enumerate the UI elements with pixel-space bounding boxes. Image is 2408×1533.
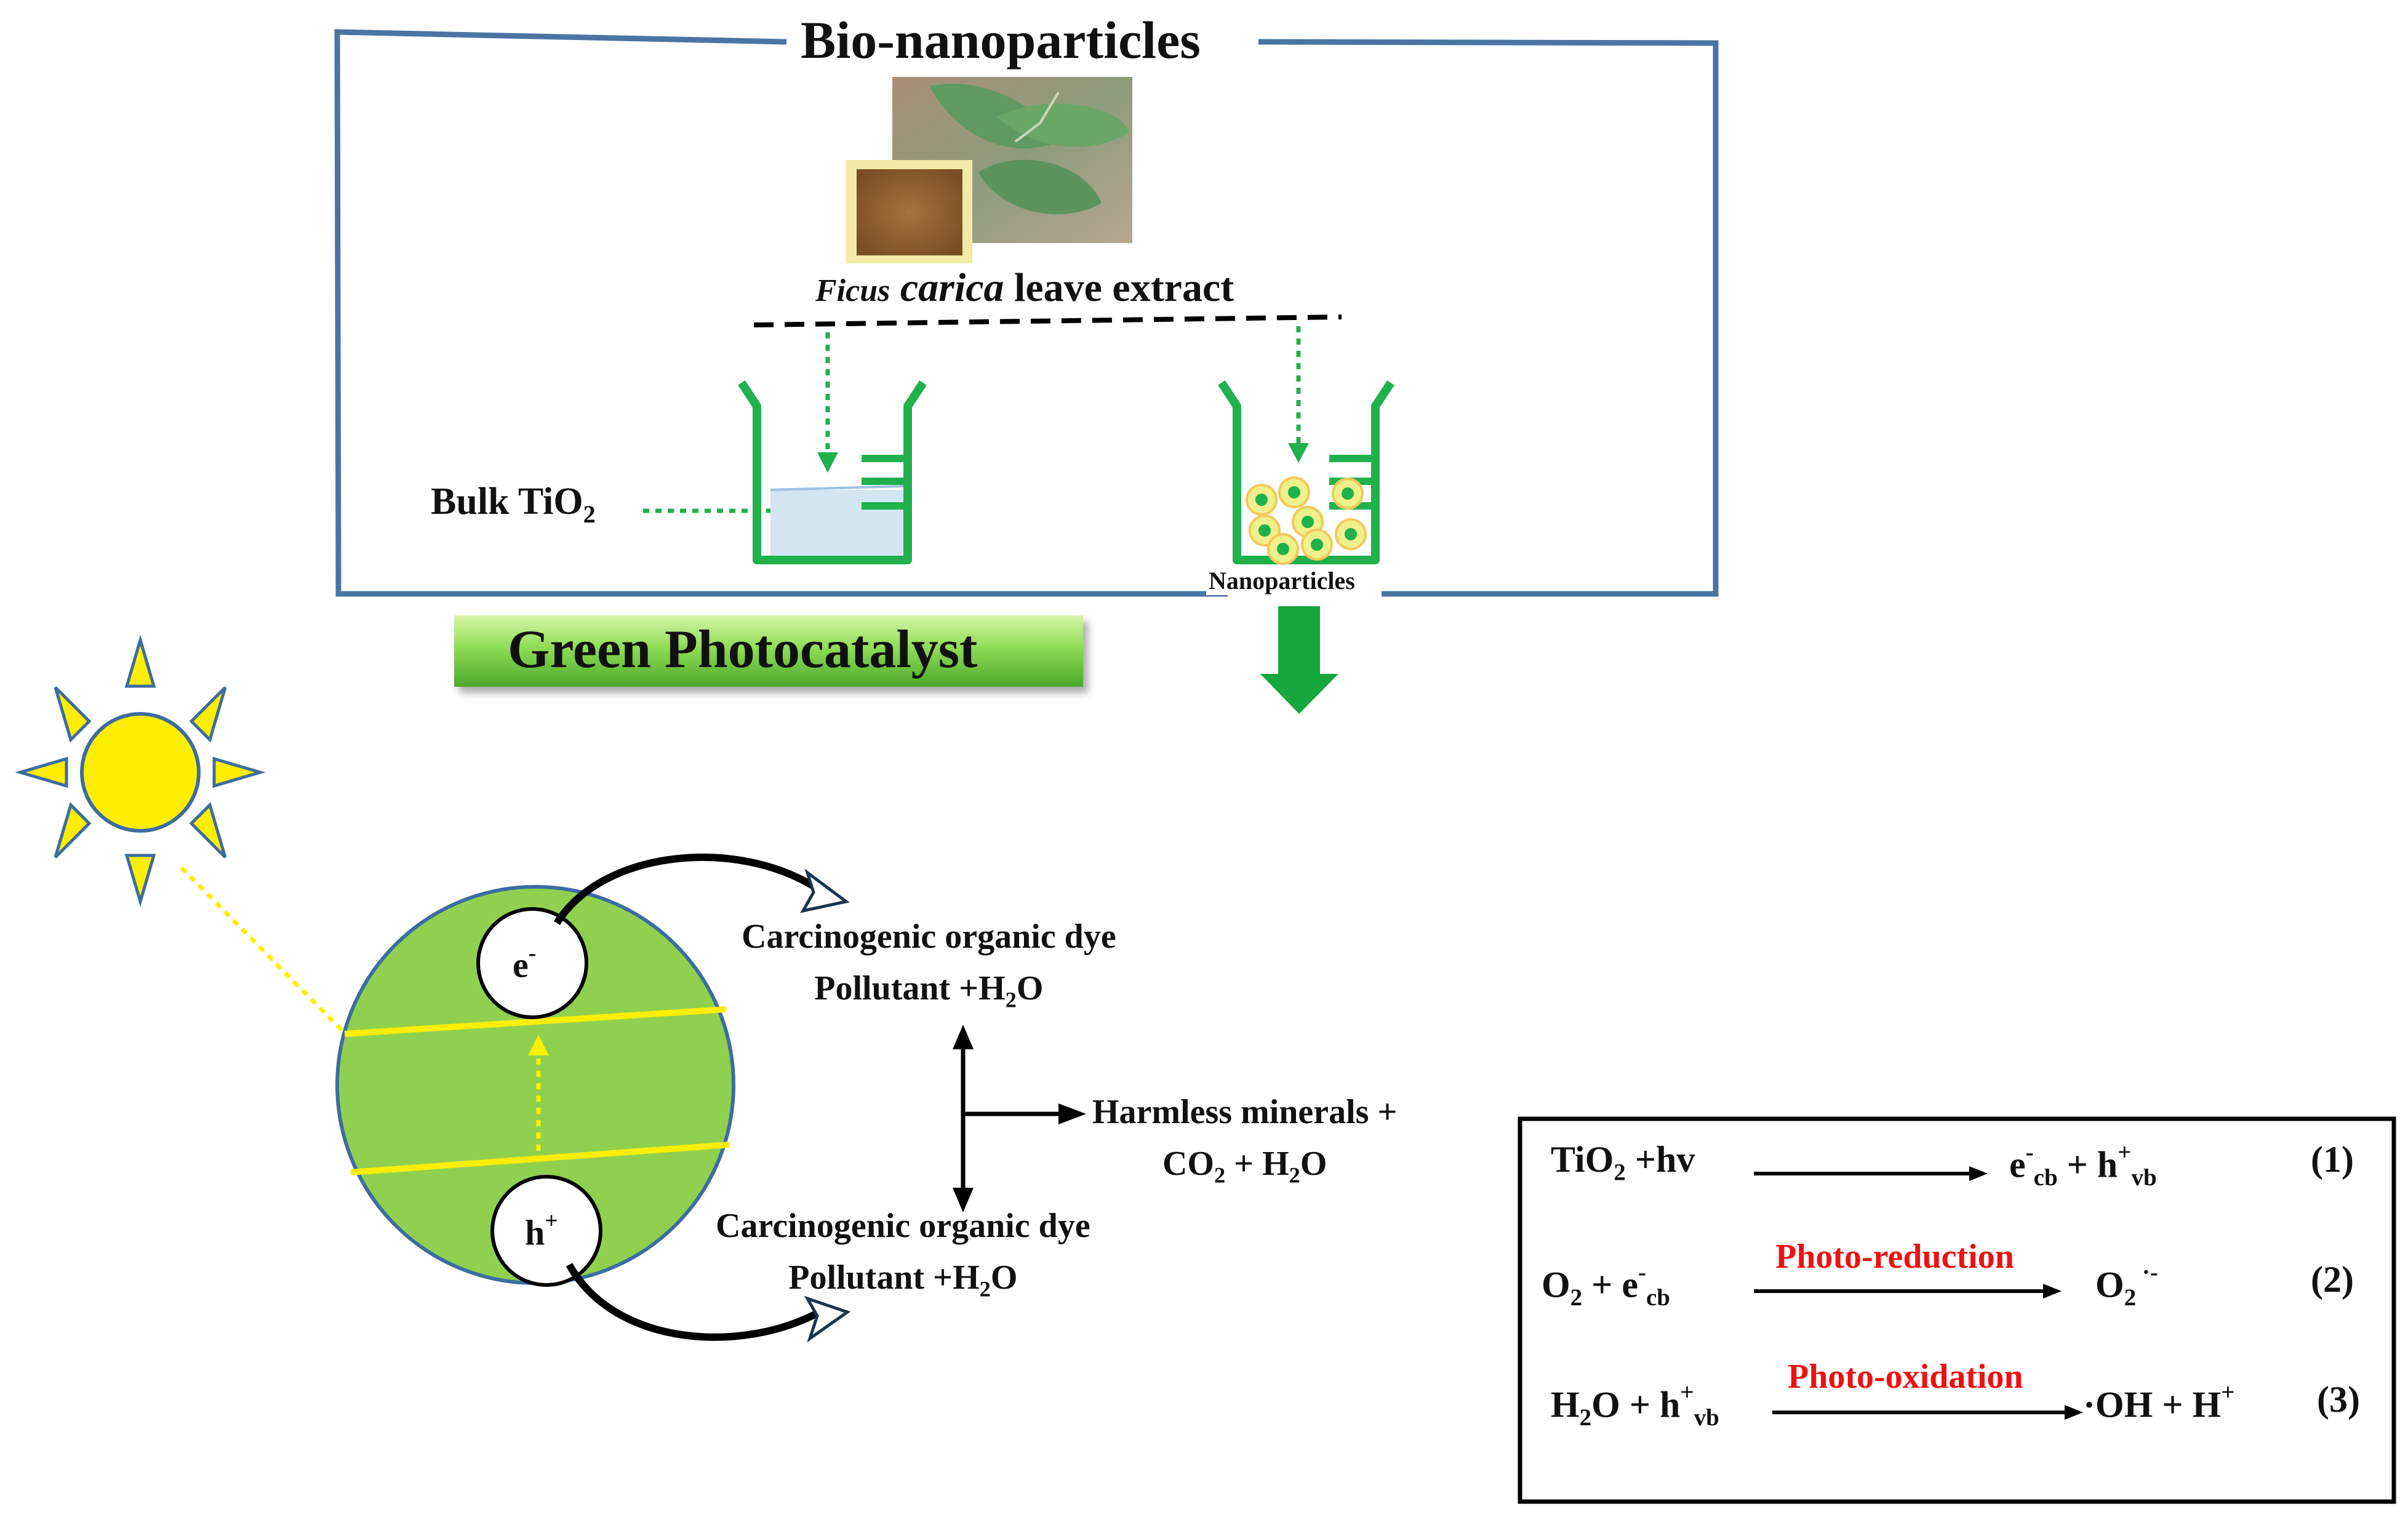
extract-arrows bbox=[643, 326, 1309, 521]
equations-box bbox=[1518, 1116, 2396, 1504]
beaker-bulk bbox=[738, 380, 927, 564]
dye-top-line2: Pollutant +H2O bbox=[814, 969, 1044, 1012]
bio-frame bbox=[334, 29, 1719, 597]
electron-label: e- bbox=[513, 940, 536, 985]
caption-rest: leave extract bbox=[1014, 265, 1234, 310]
dye-top: Carcinogenic organic dye Pollutant +H2O bbox=[742, 911, 1116, 1026]
dye-top-line1: Carcinogenic organic dye bbox=[742, 918, 1116, 956]
diagram-title: Bio-nanoparticles bbox=[797, 9, 1204, 71]
eq2-number: (2) bbox=[2311, 1259, 2354, 1300]
eq3-lhs: H2O + h+vb bbox=[1551, 1379, 1719, 1431]
photocatalyst-sphere bbox=[335, 885, 735, 1287]
sun-icon bbox=[15, 634, 266, 907]
eq3-number: (3) bbox=[2317, 1379, 2360, 1420]
eq1-number: (1) bbox=[2311, 1139, 2354, 1180]
caption-carica: carica bbox=[900, 265, 1004, 310]
powder-photo bbox=[846, 160, 972, 263]
products-line1: Harmless minerals + bbox=[1092, 1093, 1398, 1131]
bulk-label-sub: 2 bbox=[583, 500, 596, 529]
reaction-arrows bbox=[953, 1025, 1086, 1212]
eq1-lhs: TiO2 +hv bbox=[1551, 1139, 1695, 1186]
electron-arrow bbox=[553, 854, 850, 926]
leaf-extract-caption: Ficus carica leave extract bbox=[815, 265, 1234, 311]
bulk-label-text: Bulk TiO bbox=[431, 481, 583, 522]
dashed-divider bbox=[753, 314, 1342, 327]
eq2-lhs: O2 + e-cb bbox=[1542, 1259, 1670, 1311]
products-line2: CO2 + H2O bbox=[1162, 1145, 1327, 1188]
hole-arrow bbox=[566, 1263, 851, 1343]
eq1-rhs: e-cb + h+vb bbox=[2009, 1139, 2157, 1191]
eq3-rhs: ·OH + H+ bbox=[2083, 1379, 2235, 1425]
dye-bottom-line1: Carcinogenic organic dye bbox=[716, 1207, 1090, 1245]
green-photocatalyst-banner bbox=[454, 615, 1083, 687]
dye-bottom: Carcinogenic organic dye Pollutant +H2O bbox=[716, 1200, 1090, 1315]
down-arrow-icon bbox=[1260, 606, 1338, 714]
eq3-label: Photo-oxidation bbox=[1788, 1358, 2023, 1396]
caption-ficus: Ficus bbox=[815, 273, 890, 308]
hole-base: h bbox=[525, 1212, 545, 1253]
banner-label: Green Photocatalyst bbox=[508, 620, 978, 679]
hole-label: h+ bbox=[525, 1207, 558, 1253]
eq2-label: Photo-reduction bbox=[1775, 1238, 2014, 1276]
beaker-nanoparticles bbox=[1218, 380, 1394, 565]
electron-base: e bbox=[513, 945, 529, 985]
nanoparticles-label: Nanoparticles bbox=[1206, 566, 1358, 595]
eq2-rhs: O2 ·- bbox=[2095, 1259, 2158, 1311]
bulk-tio2-label: Bulk TiO2 bbox=[431, 480, 596, 529]
dye-bottom-line2: Pollutant +H2O bbox=[788, 1259, 1018, 1302]
hole-sup: + bbox=[545, 1208, 558, 1234]
electron-sup: - bbox=[528, 940, 537, 966]
products-label: Harmless minerals + CO2 + H2O bbox=[1092, 1086, 1397, 1201]
